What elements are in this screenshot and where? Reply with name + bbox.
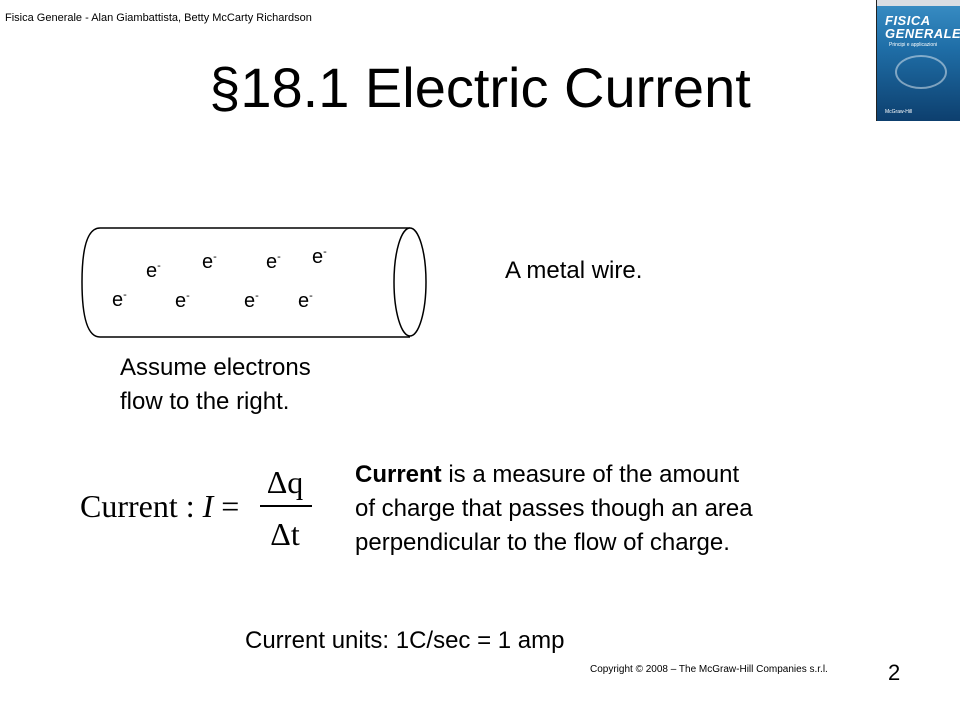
assumption-line-1: Assume electrons <box>120 354 311 381</box>
cover-strip <box>877 0 960 6</box>
cover-title-line2: GENERALE <box>885 26 960 41</box>
svg-text:e-: e- <box>202 251 217 273</box>
svg-text:e-: e- <box>298 290 313 312</box>
equation-numerator: Δq <box>267 465 304 500</box>
cover-title-line1: FISICA <box>885 13 931 28</box>
book-authors: - Alan Giambattista, Betty McCarty Richa… <box>82 12 312 24</box>
electron: e- <box>266 251 281 273</box>
electron: e- <box>175 290 190 312</box>
cover-subtitle: Principi e applicazioni <box>889 42 938 48</box>
svg-text:e-: e- <box>146 260 161 282</box>
slide-title: §18.1 Electric Current <box>209 56 751 119</box>
wire-body <box>81 227 410 338</box>
assumption-text: Assume electrons flow to the right. <box>120 351 311 419</box>
copyright-footer: Copyright © 2008 – The McGraw-Hill Compa… <box>590 664 828 675</box>
svg-text:e-: e- <box>266 251 281 273</box>
electron: e- <box>244 290 259 312</box>
slide-header: Fisica Generale - Alan Giambattista, Bet… <box>5 12 312 24</box>
cover-water-drop <box>895 55 947 89</box>
wire-cross-section <box>393 227 427 337</box>
wire-caption: A metal wire. <box>505 257 643 284</box>
electron: e- <box>312 246 327 268</box>
definition-line-3: perpendicular to the flow of charge. <box>355 529 730 556</box>
electron: e- <box>112 289 127 311</box>
equation-denominator: Δt <box>270 516 300 552</box>
metal-wire-diagram: e- e- e- e- e- e- e- e- <box>81 227 427 338</box>
svg-text:e-: e- <box>175 290 190 312</box>
svg-text:e-: e- <box>312 246 327 268</box>
equation-lhs: Current : I = <box>80 488 239 524</box>
book-title: Fisica Generale <box>5 12 83 24</box>
definition-line-1: is a measure of the amount <box>441 461 740 488</box>
electrons: e- e- e- e- e- e- e- e- <box>112 246 327 312</box>
definition-term: Current <box>355 461 442 488</box>
current-units: Current units: 1C/sec = 1 amp <box>245 627 565 654</box>
cover-publisher: McGraw-Hill <box>885 109 913 115</box>
electron: e- <box>202 251 217 273</box>
page-number: 2 <box>888 660 901 685</box>
svg-text:e-: e- <box>112 289 127 311</box>
svg-text:e-: e- <box>244 290 259 312</box>
current-equation: Current : I = Δq Δt <box>80 465 312 552</box>
current-definition: Current is a measure of the amount of cha… <box>355 458 753 560</box>
electron: e- <box>146 260 161 282</box>
definition-line-2: of charge that passes though an area <box>355 495 753 522</box>
electron: e- <box>298 290 313 312</box>
assumption-line-2: flow to the right. <box>120 388 290 415</box>
